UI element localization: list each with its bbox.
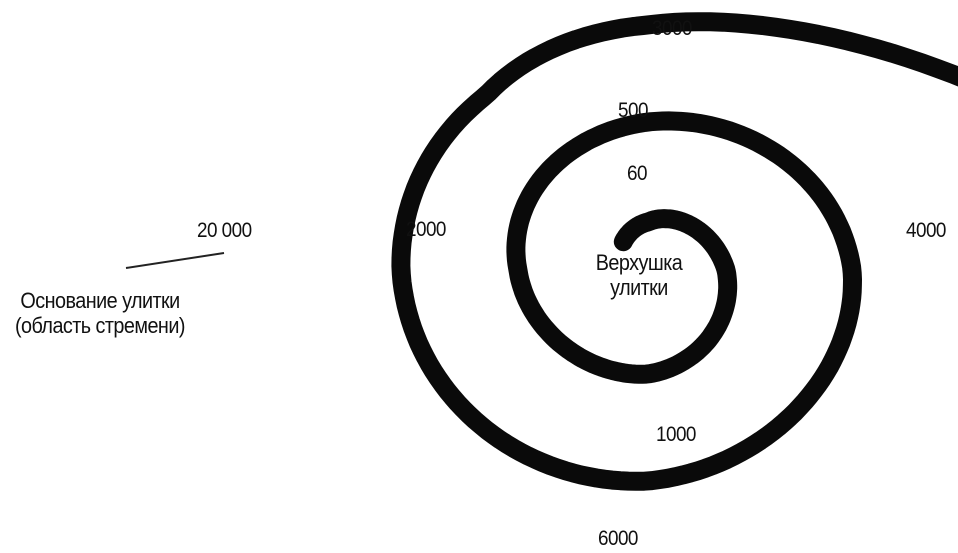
base-label-line2: (область стремени) (15, 313, 185, 338)
freq-label-20000: 20 000 (197, 219, 252, 243)
apex-label-line2: улитки (581, 275, 698, 300)
freq-label-60: 60 (627, 162, 647, 186)
freq-label-6000: 6000 (598, 527, 638, 551)
base-label: Основание улитки (область стремени) (15, 288, 185, 339)
freq-label-4000: 4000 (906, 219, 946, 243)
base-label-line1: Основание улитки (15, 288, 185, 313)
freq-label-2000: 2000 (406, 218, 446, 242)
freq-label-1000: 1000 (656, 423, 696, 447)
base-pointer-line (126, 253, 224, 268)
freq-label-500: 500 (618, 99, 648, 123)
apex-label: Верхушка улитки (581, 250, 698, 301)
apex-label-line1: Верхушка (581, 250, 698, 275)
freq-label-3000: 3000 (652, 17, 692, 41)
